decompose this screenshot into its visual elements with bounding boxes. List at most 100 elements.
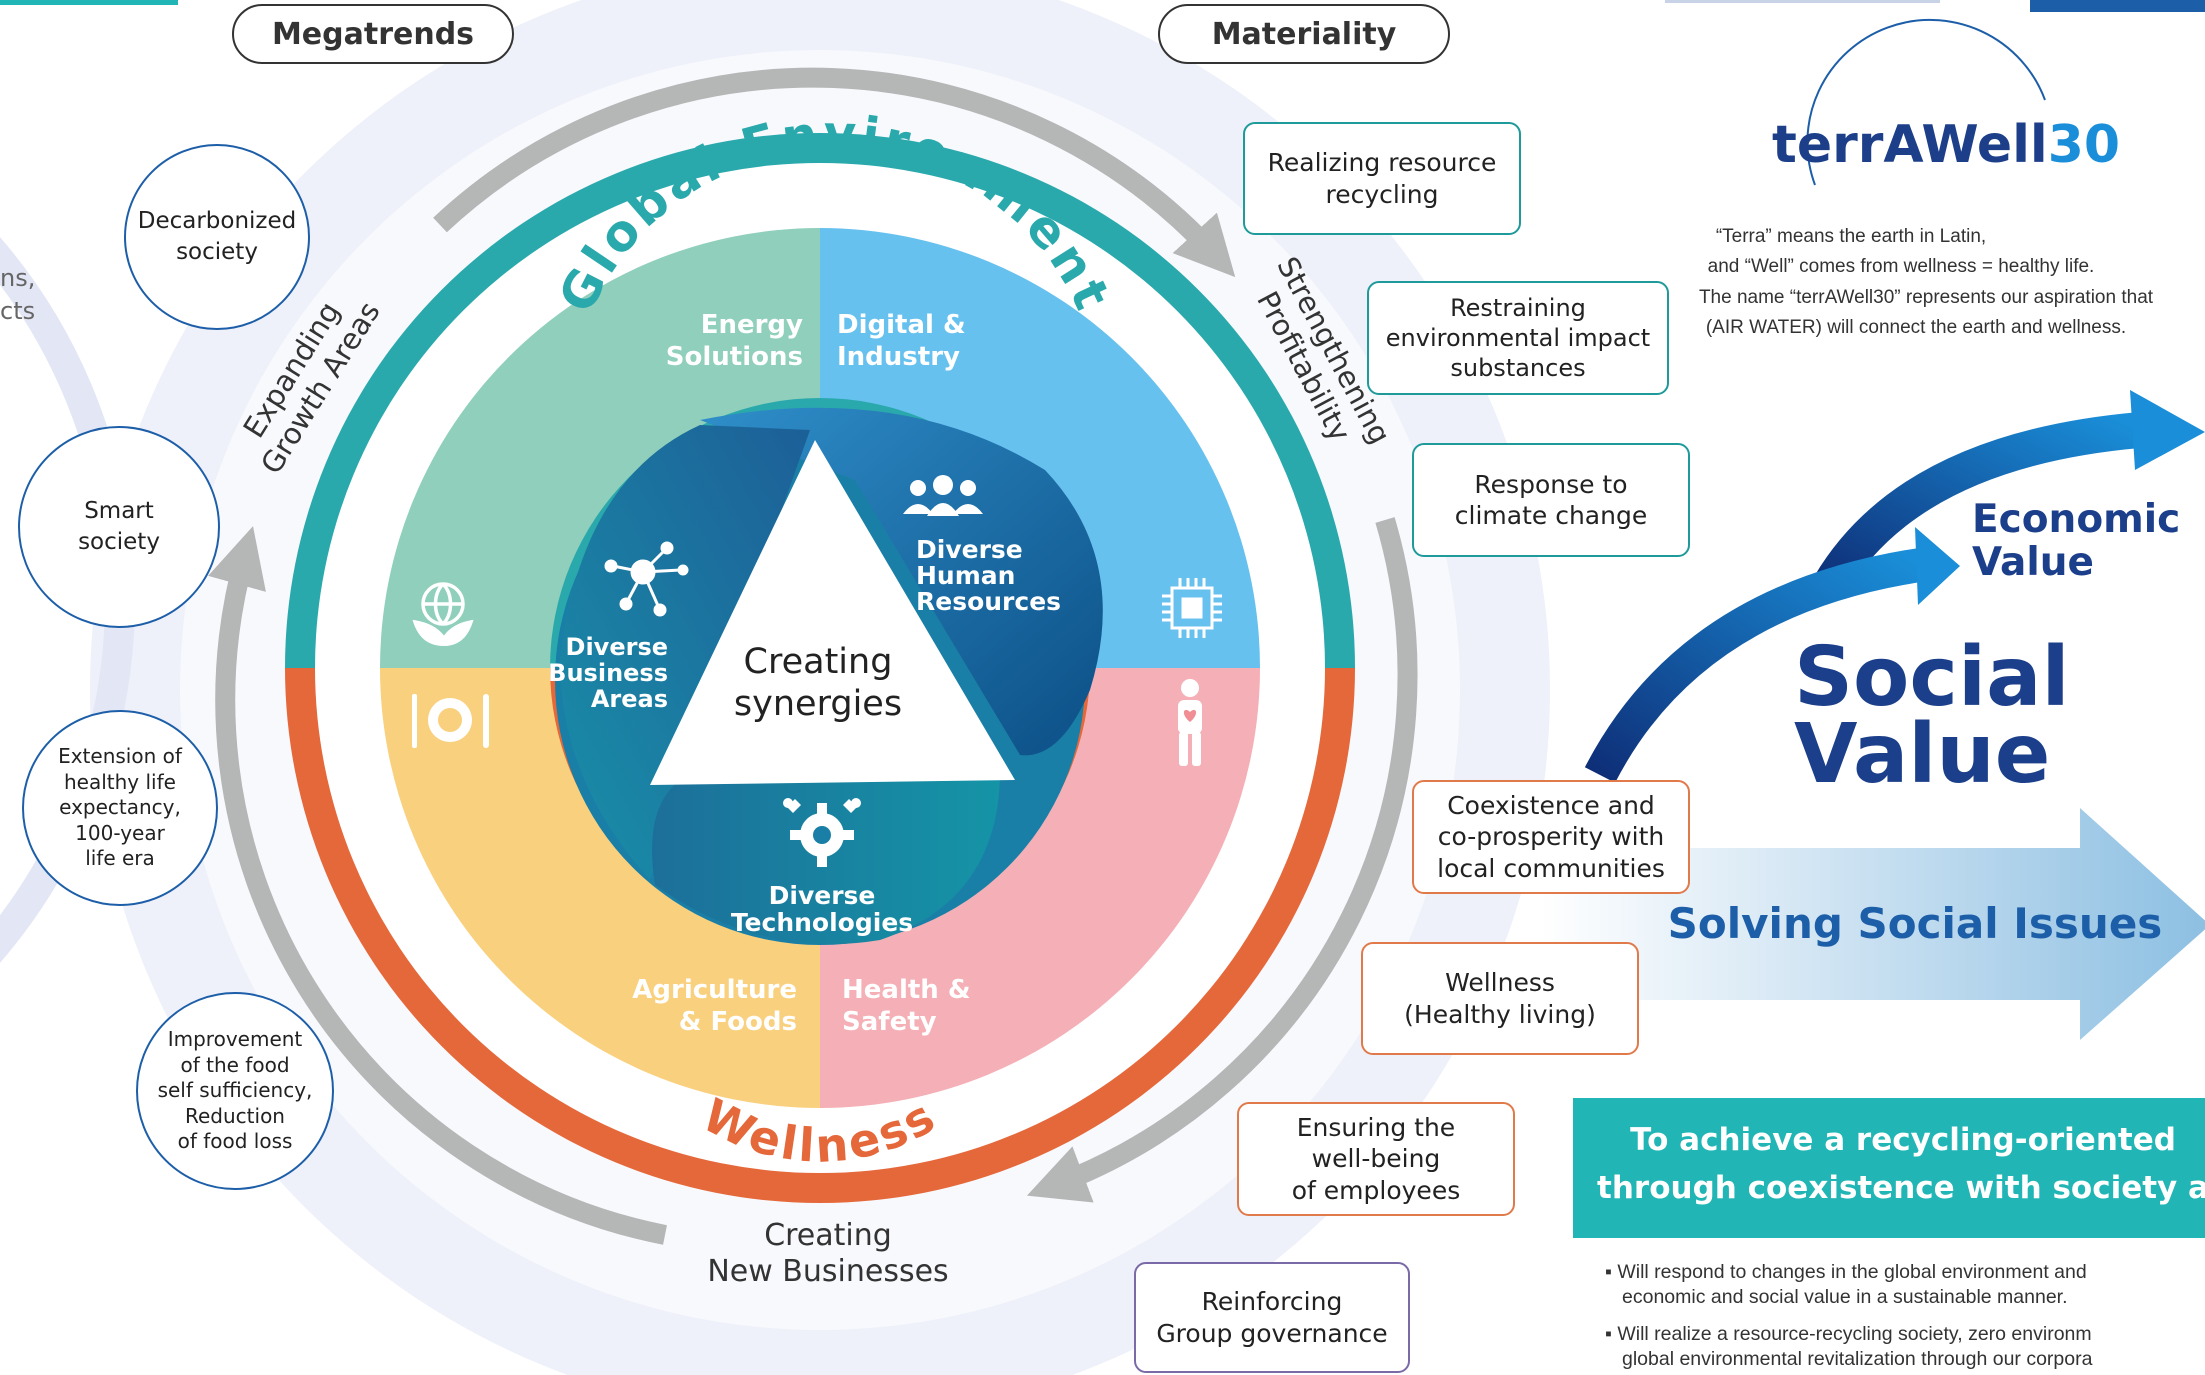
left-fragment-2: cts [0,297,35,325]
synergy-title-2: synergies [734,684,902,724]
goal-banner: To achieve a recycling-oriented through … [1573,1098,2205,1238]
arrow-left [208,526,667,1245]
materiality-1-line-0: Restraining [1450,294,1586,322]
digital-label-2: Industry [837,342,960,372]
people-icon [903,475,983,516]
materiality-4-line-0: Wellness [1445,968,1555,998]
materiality-1-line-1: environmental impact [1385,324,1651,352]
gears-icon [783,798,861,867]
megatrend-longevity: Extension of healthy life expectancy, 10… [22,710,218,906]
bullet-1-line-0: ▪ Will realize a resource-recycling soci… [1605,1323,2092,1345]
terrawell-description: “Terra” means the earth in Latin, and “W… [1666,222,2205,344]
bullet-0: ▪ Will respond to changes in the global … [1605,1260,2087,1311]
top-right-edge-bar [1665,0,1940,3]
arrow-top [433,67,1236,278]
biz-label-1: Diverse [566,633,668,661]
biz-label-2: Business [548,659,668,687]
chip-icon [1162,578,1222,638]
bullet-0-line-1: economic and social value in a sustainab… [1622,1286,2068,1309]
megatrend-2-line-2: expectancy, [59,795,181,820]
megatrend-2-line-0: Extension of [58,744,182,769]
energy-label-2: Solutions [666,342,803,372]
tech-label-2: Technologies [731,908,913,937]
megatrends-header: Megatrends [232,4,514,64]
top-right-corner-tab [2030,0,2205,12]
solving-arrow-shape [1540,808,2205,1040]
health-label-1: Health & [842,975,971,1005]
terra-desc-line-3: (AIR WATER) will connect the earth and w… [1705,317,2127,339]
materiality-0-line-1: recycling [1325,179,1439,209]
megatrend-decarbonized: Decarbonized society [124,144,310,330]
materiality-1-line-2: substances [1450,354,1586,382]
new-business-label-1: Creating [764,1218,892,1253]
economic-value-1: Economic [1972,497,2180,542]
digital-label-1: Digital & [837,310,966,340]
agri-label-2: & Foods [679,1007,797,1037]
megatrend-food: Improvement of the food self sufficiency… [136,992,334,1190]
plate-icon [412,694,489,748]
health-label-2: Safety [842,1007,937,1037]
economic-value-2: Value [1972,540,2094,585]
logo-text-main: terrAWell [1772,115,2048,175]
social-value-2: Value [1794,707,2050,802]
megatrend-2-line-1: healthy life [64,769,176,794]
materiality-3-line-0: Coexistence and [1447,791,1655,821]
terra-desc-line-2: The name “terrAWell30” represents our as… [1698,286,2154,308]
megatrend-0-line-0: Decarbonized [137,207,297,234]
terra-desc-line-1: and “Well” comes from wellness = healthy… [1707,256,2095,278]
new-business-label-2: New Businesses [707,1254,948,1289]
materiality-4-line-1: (Healthy living) [1404,999,1596,1029]
megatrend-2-line-3: 100-year [75,820,165,845]
materiality-5-line-1: well-being [1311,1144,1441,1174]
logo-arc [1806,18,2046,186]
globe-leaf-icon [412,582,474,646]
segment-business-areas [560,425,810,880]
materiality-2-line-1: climate change [1454,501,1648,530]
megatrend-1-line-0: Smart [84,497,154,524]
megatrend-3-line-4: of food loss [177,1129,293,1154]
banner-line-0: To achieve a recycling-oriented [1630,1122,2176,1158]
top-left-edge-bar [0,0,178,5]
person-heart-icon [1178,679,1202,766]
materiality-0-line-0: Realizing resource [1267,148,1497,178]
megatrend-0-line-1: society [176,239,258,265]
logo-text-num: 30 [2048,115,2120,175]
social-arrow-head [1915,527,1960,605]
materiality-3-line-2: local communities [1437,853,1665,883]
hr-label-1: Diverse [916,535,1023,564]
segment-human-resources [700,407,1103,756]
bullet-0-line-0: ▪ Will respond to changes in the global … [1605,1261,2087,1283]
arrow-right [1026,517,1418,1203]
megatrend-2-line-4: life era [85,846,155,871]
materiality-header: Materiality [1158,4,1450,64]
social-value-1: Social [1794,630,2070,725]
synergy-title-1: Creating [744,642,893,682]
terrawell-logo: terrAWell30 [1772,115,2120,175]
economic-arrow-head [2130,390,2205,470]
hr-label-3: Resources [916,587,1061,616]
left-fragment-1: ns, [0,264,35,292]
bullet-1: ▪ Will realize a resource-recycling soci… [1605,1322,2092,1373]
materiality-6-line-0: Reinforcing [1201,1287,1343,1317]
materiality-5-line-2: of employees [1291,1175,1461,1205]
materiality-5-line-0: Ensuring the [1296,1113,1456,1143]
terra-desc-line-0: “Terra” means the earth in Latin, [1715,226,1987,247]
megatrend-3-line-0: Improvement [167,1027,303,1052]
materiality-wellness: Wellness(Healthy living) [1361,942,1639,1055]
megatrend-3-line-2: self sufficiency, [157,1078,313,1103]
biz-label-3: Areas [591,685,668,713]
network-icon [604,541,689,617]
megatrend-3-line-1: of the food [180,1052,290,1077]
megatrend-1-line-1: society [78,529,160,555]
synergy-triangle [650,440,1015,785]
megatrend-smart: Smart society [18,426,220,628]
banner-line-1: through coexistence with society a [1597,1170,2205,1207]
energy-label-1: Energy [701,310,803,340]
hr-label-2: Human [916,561,1015,590]
